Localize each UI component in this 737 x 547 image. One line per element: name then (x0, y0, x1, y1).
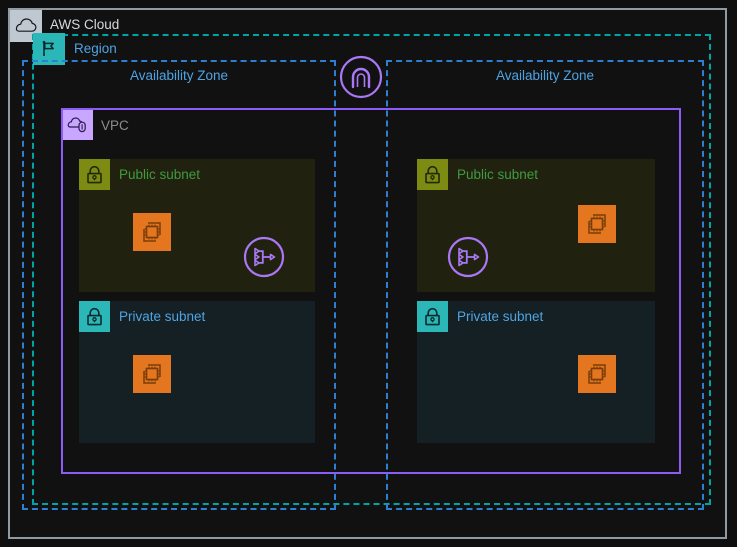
lock-icon (417, 301, 448, 332)
ec2-instance-icon[interactable] (133, 213, 171, 251)
lock-icon (79, 301, 110, 332)
private-subnet-az2: Private subnet (417, 301, 655, 443)
nat-gateway-icon[interactable] (445, 234, 491, 280)
region-label: Region (74, 41, 117, 56)
private-subnet-az1-label: Private subnet (119, 309, 206, 324)
private-subnet-az1: Private subnet (79, 301, 315, 443)
lock-icon (79, 159, 110, 190)
vpc-icon (63, 110, 93, 140)
private-subnet-az2-label: Private subnet (457, 309, 544, 324)
aws-cloud-label: AWS Cloud (50, 17, 120, 32)
ec2-instance-icon[interactable] (578, 355, 616, 393)
public-subnet-az1: Public subnet (79, 159, 315, 292)
region-flag-icon (33, 33, 65, 65)
vpc-boundary (61, 108, 681, 474)
availability-zone-1-boundary (22, 60, 336, 510)
public-subnet-az2-label: Public subnet (457, 167, 539, 182)
availability-zone-2-label: Availability Zone (495, 68, 595, 83)
nat-gateway-icon[interactable] (241, 234, 287, 280)
public-subnet-az1-label: Public subnet (119, 167, 201, 182)
internet-gateway-icon[interactable] (337, 53, 385, 101)
availability-zone-2-boundary (386, 60, 704, 510)
vpc-label: VPC (101, 118, 129, 133)
availability-zone-1-label: Availability Zone (129, 68, 229, 83)
region-boundary (32, 34, 711, 505)
ec2-instance-icon[interactable] (133, 355, 171, 393)
lock-icon (417, 159, 448, 190)
ec2-instance-icon[interactable] (578, 205, 616, 243)
public-subnet-az2: Public subnet (417, 159, 655, 292)
